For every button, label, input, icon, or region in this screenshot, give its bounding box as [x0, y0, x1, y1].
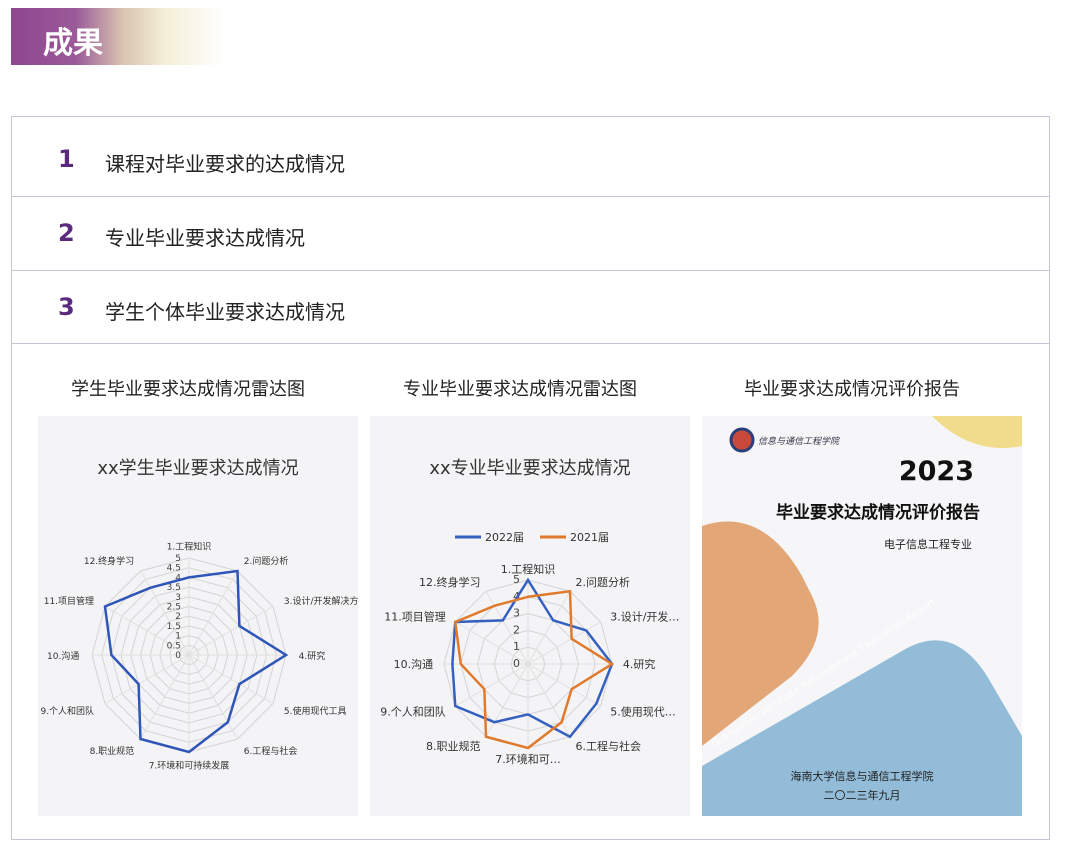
- grid-spoke: [485, 591, 529, 665]
- tick-label: 2: [175, 612, 181, 622]
- legend-label: 2022届: [485, 531, 524, 544]
- list-item[interactable]: 3 学生个体毕业要求达成情况: [12, 271, 1049, 344]
- tick-label: 2.5: [167, 603, 181, 613]
- blue-shape: [702, 640, 1022, 816]
- student-radar-caption: 学生毕业要求达成情况雷达图: [71, 379, 305, 400]
- report-caption: 毕业要求达成情况评价报告: [744, 379, 960, 400]
- student-radar-chart: 00.511.522.533.544.55 1.工程知识 2.问题分析 3.设计/开发…: [40, 540, 358, 772]
- axis-label: 12.终身学习: [84, 555, 134, 567]
- tick-label: 3: [513, 607, 520, 620]
- grid-spoke: [104, 654, 190, 704]
- outcomes-panel: 1 课程对毕业要求的达成情况 2 专业毕业要求达成情况 3 学生个体毕业要求达成…: [11, 116, 1050, 840]
- axis-label: 8.职业规范: [90, 745, 135, 757]
- report-date: 二〇二三年九月: [823, 789, 901, 802]
- chart-title: xx学生毕业要求达成情况: [97, 458, 299, 479]
- grid-spoke: [527, 663, 571, 737]
- grid-spoke: [527, 663, 601, 707]
- item-number: 1: [58, 145, 75, 173]
- axis-label: 7.环境和可持续发展: [149, 760, 230, 772]
- yellow-shape: [932, 416, 1022, 448]
- item-number: 3: [58, 293, 75, 321]
- tick-label: 0.5: [167, 641, 181, 651]
- tick-label: 5: [175, 554, 181, 564]
- report-year: 2023: [898, 456, 974, 487]
- orange-shape: [702, 521, 819, 746]
- tick-label: 1: [513, 640, 520, 653]
- tick-label: 0: [175, 651, 181, 661]
- series-line: [453, 589, 615, 750]
- grid-spoke: [188, 570, 238, 656]
- tick-label: 3.5: [167, 583, 181, 593]
- report-cover[interactable]: 信息与通信工程学院 2023 毕业要求达成情况评价报告 电子信息工程专业 Gra…: [702, 416, 1022, 816]
- grid-spoke: [527, 621, 601, 665]
- tick-label: 0: [513, 657, 520, 670]
- axis-label: 11.项目管理: [44, 595, 94, 607]
- axis-label: 10.沟通: [47, 650, 79, 662]
- section-banner: 成果: [11, 8, 226, 65]
- grid-spoke: [140, 654, 190, 740]
- grid-spoke: [455, 621, 529, 665]
- report-title: 毕业要求达成情况评价报告: [776, 503, 980, 523]
- tick-label: 5: [513, 573, 520, 586]
- axis-label: 4.研究: [299, 650, 326, 662]
- axis-label: 6.工程与社会: [575, 739, 641, 753]
- axis-label: 4.研究: [623, 657, 656, 671]
- axis-label: 2.问题分析: [244, 555, 289, 567]
- item-label: 学生个体毕业要求达成情况: [105, 300, 345, 324]
- tick-label: 1.5: [167, 622, 181, 632]
- list-item[interactable]: 1 课程对毕业要求的达成情况: [12, 117, 1049, 197]
- cover-shapes: [702, 416, 1022, 816]
- series-line: [103, 569, 289, 754]
- axis-label: 10.沟通: [394, 658, 434, 671]
- tick-label: 3: [175, 593, 181, 603]
- axis-label: 3.设计/开发…: [610, 610, 679, 624]
- axis-label: 9.个人和团队: [40, 705, 94, 717]
- grid-spoke: [455, 663, 529, 707]
- axis-label: 5.使用现代…: [610, 705, 676, 718]
- axis-label: 9.个人和团队: [380, 704, 446, 718]
- axis-label: 1.工程知识: [167, 540, 212, 552]
- item-number: 2: [58, 219, 75, 247]
- tick-label: 1: [175, 632, 181, 642]
- section-title: 成果: [43, 26, 103, 61]
- axis-label: 1.工程知识: [501, 562, 556, 576]
- tick-label: 4.5: [167, 564, 181, 574]
- tick-label: 4: [175, 573, 181, 583]
- axis-label: 5.使用现代工具: [284, 705, 347, 717]
- axis-label: 8.职业规范: [426, 739, 481, 753]
- axis-label: 11.项目管理: [384, 610, 446, 624]
- item-label: 专业毕业要求达成情况: [105, 226, 305, 250]
- grid-spoke: [104, 606, 190, 656]
- chart-title: xx专业毕业要求达成情况: [429, 458, 631, 479]
- logo-text: 信息与通信工程学院: [758, 437, 840, 447]
- college-logo: [729, 427, 755, 453]
- grid-spoke: [140, 570, 190, 656]
- report-major: 电子信息工程专业: [884, 538, 972, 551]
- list-item[interactable]: 2 专业毕业要求达成情况: [12, 197, 1049, 271]
- grid-spoke: [188, 606, 274, 656]
- item-label: 课程对毕业要求的达成情况: [105, 152, 345, 176]
- report-school: 海南大学信息与通信工程学院: [790, 770, 934, 783]
- major-radar-caption: 专业毕业要求达成情况雷达图: [403, 379, 637, 400]
- axis-label: 3.设计/开发解决方案: [284, 595, 358, 607]
- grid-spoke: [485, 663, 529, 737]
- legend-label: 2021届: [570, 531, 609, 544]
- grid-spoke: [188, 654, 238, 740]
- axis-label: 2.问题分析: [575, 575, 630, 589]
- grid-spoke: [527, 591, 571, 665]
- grid-spoke: [188, 654, 274, 704]
- tick-label: 2: [513, 623, 520, 636]
- axis-label: 7.环境和可…: [495, 752, 561, 766]
- axis-label: 12.终身学习: [419, 575, 481, 589]
- axis-label: 6.工程与社会: [244, 745, 298, 757]
